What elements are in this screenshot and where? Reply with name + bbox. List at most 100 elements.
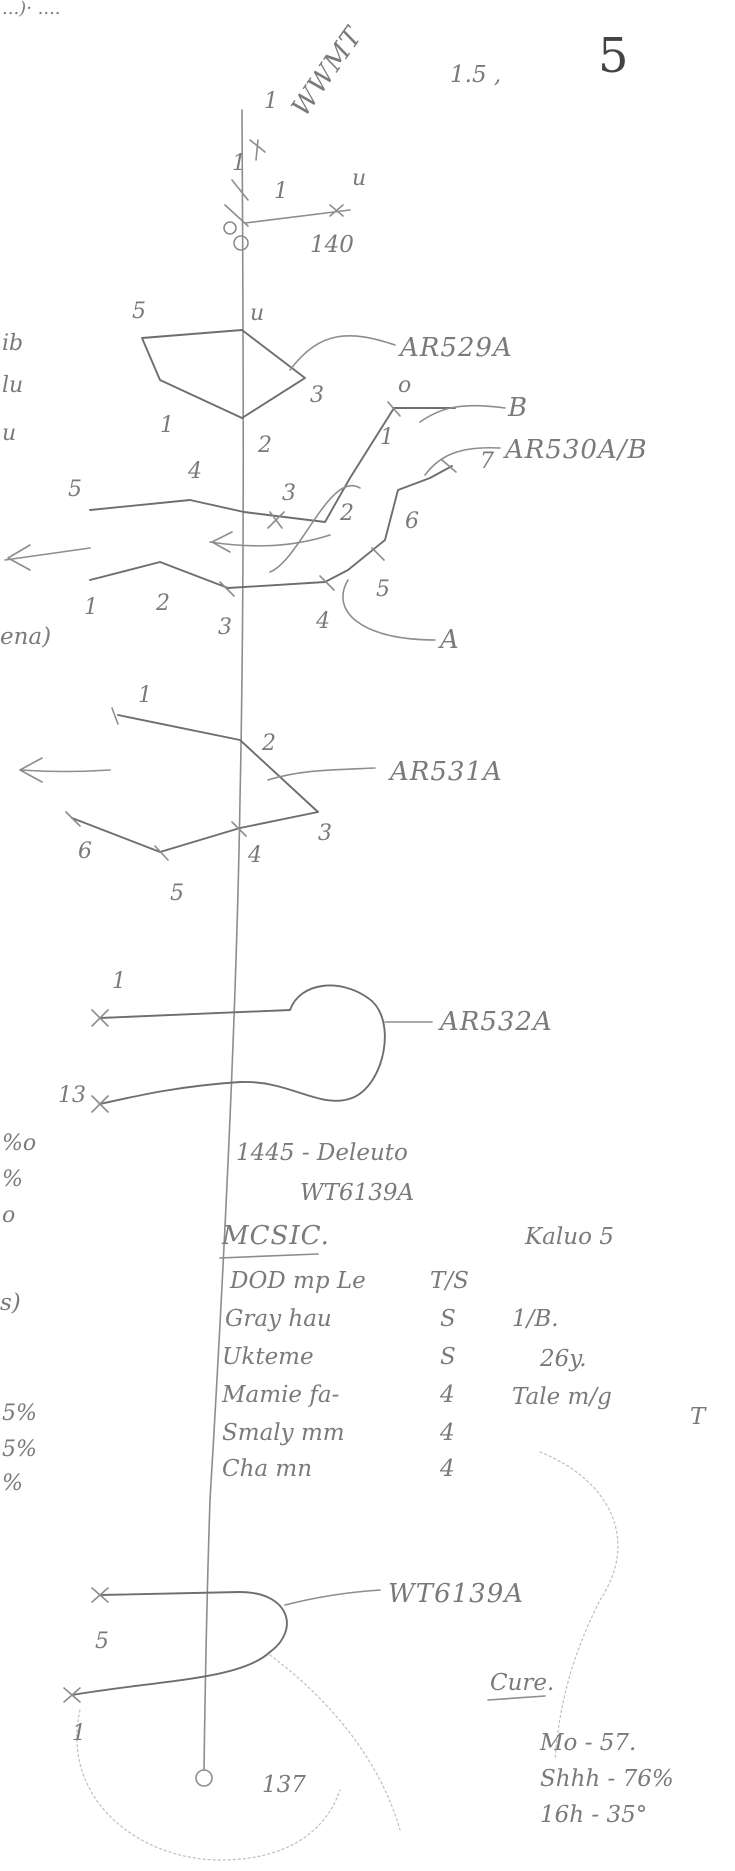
cure-line-3: 16h - 35°: [540, 1802, 647, 1828]
left-fragment-6: %: [2, 1167, 23, 1192]
notes-row-4-extra: Tale m/g: [512, 1384, 612, 1410]
ar531a-label: AR531A: [388, 757, 503, 787]
ar531a-point-3: 3: [318, 821, 332, 846]
ar530-point-o: o: [398, 373, 411, 398]
ar530ab-label: AR530A/B: [503, 435, 648, 465]
cure-title-underline: [487, 1695, 546, 1701]
top-station: 1 1 1 u 140: [223, 89, 366, 258]
left-fragment-9: 5%: [2, 1401, 37, 1426]
left-fragment-1: ib: [2, 331, 23, 356]
notes-row-2-extra: 1/B.: [512, 1306, 559, 1332]
cure-note: Cure. Mo - 57. Shhh - 76% 16h - 35°: [487, 1670, 674, 1828]
left-fragment-5: %o: [2, 1131, 36, 1156]
ar530-b-leader: [419, 404, 506, 423]
wt6139a-ticks: [63, 1587, 109, 1703]
ar530-left-arrow: [4, 544, 91, 571]
notes-row-3-name: Ukteme: [222, 1344, 314, 1370]
notes-row-2-name: Gray hau: [225, 1306, 332, 1332]
notes-heading-right: Kaluo 5: [524, 1224, 614, 1250]
notes-row-6-value: 4: [439, 1456, 455, 1482]
ar529a-label: AR529A: [398, 333, 513, 363]
ar530-point-7: 7: [480, 449, 494, 474]
notes-row-3-extra: 26y.: [539, 1346, 587, 1372]
left-fragment-10: 5%: [2, 1437, 37, 1462]
top-mark-3: 1: [274, 179, 288, 204]
notes-row-2-value: S: [440, 1306, 456, 1332]
top-mark-u: u: [352, 166, 366, 191]
notes-row-4-name: Mamie fa-: [221, 1382, 339, 1408]
ar531a-point-4: 4: [247, 843, 262, 868]
ar530-upper-branch: [89, 407, 456, 523]
ar529a-point-u: u: [250, 301, 264, 326]
ar531a-point-2: 2: [261, 731, 276, 756]
ar532a-label: AR532A: [438, 1007, 553, 1037]
wt6139a-label: WT6139A: [388, 1579, 524, 1609]
ar531a-point-1: 1: [138, 683, 152, 708]
left-fragment-3: u: [2, 421, 16, 446]
ar529a-point-5: 5: [132, 299, 146, 324]
ar530-sub-label-b: B: [507, 393, 528, 423]
top-station-small-node: [223, 221, 237, 235]
ar530-lower-branch: [89, 465, 453, 589]
top-left-scrawl: ...)· ....: [2, 0, 61, 19]
assembly-wt6139a: 5 1 WT6139A: [63, 1451, 619, 1861]
ar531a-leader: [267, 767, 376, 781]
ar530-point-5a: 5: [68, 477, 82, 502]
ar529a-outline: [141, 329, 306, 419]
assembly-ar532a: 1 13 AR532A: [58, 969, 553, 1113]
ar530-mid-arrow: [209, 531, 331, 553]
ar530-point-2b: 2: [155, 591, 170, 616]
notes-row-5-extra: T: [690, 1404, 707, 1430]
ar530-point-3b: 3: [218, 615, 232, 640]
notes-row-1-name: DOD mp Le: [229, 1268, 366, 1294]
left-fragment-7: o: [2, 1203, 15, 1228]
ar529a-leader: [289, 335, 396, 371]
ar530-upper-ticks: [267, 401, 401, 529]
ar531a-arrow: [19, 757, 111, 783]
wt6139a-point-1: 1: [72, 1721, 86, 1746]
ar530-point-4a: 4: [187, 459, 202, 484]
ar529a-point-2: 2: [257, 433, 272, 458]
ar530-a-callout: [342, 579, 436, 641]
top-mark-2: 1: [264, 89, 278, 114]
main-alignment-line: [203, 109, 245, 1771]
ar530-swoop: [269, 484, 361, 573]
assembly-ar531a: 1 2 3 4 5 6 AR531A: [19, 683, 503, 906]
left-fragment-11: %: [2, 1471, 23, 1496]
ar532a-point-1: 1: [112, 969, 126, 994]
bottom-station-node: [195, 1769, 213, 1787]
notes-row-5-value: 4: [439, 1420, 455, 1446]
ar530-point-1b: 1: [84, 595, 98, 620]
cure-title: Cure.: [490, 1670, 554, 1696]
ar530-point-1a: 1: [380, 425, 394, 450]
notes-row-5-name: Smaly mm: [222, 1420, 345, 1446]
ar530-point-2a: 2: [339, 501, 354, 526]
title-scrawl: WWMT: [286, 21, 369, 122]
notes-row-3-value: S: [440, 1344, 456, 1370]
ar531a-upper: [117, 714, 319, 813]
ar532a-point-13: 13: [58, 1083, 86, 1108]
ar532a-ticks: [91, 1009, 109, 1113]
ar531a-point-5: 5: [170, 881, 184, 906]
top-mark-1: 1: [232, 151, 246, 176]
cure-line-1: Mo - 57.: [539, 1730, 636, 1756]
ar530-point-5b: 5: [376, 577, 390, 602]
notes-row-4-value: 4: [439, 1382, 455, 1408]
wt6139a-point-5: 5: [95, 1629, 109, 1654]
notes-ref-line: WT6139A: [300, 1180, 414, 1206]
ar529a-point-1: 1: [160, 413, 174, 438]
notes-heading: MCSIC.: [221, 1221, 330, 1251]
ar529a-point-3: 3: [310, 383, 324, 408]
ar530-callout-a: A: [438, 625, 460, 655]
wt6139a-leader: [284, 1589, 381, 1606]
bottom-station-label: 137: [262, 1772, 306, 1798]
ar532a-loop: [99, 984, 386, 1105]
cure-dotted-link: [539, 1451, 619, 1761]
left-fragment-8: s): [0, 1290, 21, 1316]
wt6139a-dotted-arc: [269, 1654, 401, 1831]
bottom-dotted-curve: [76, 1709, 341, 1861]
notes-row-1-value: T/S: [430, 1268, 469, 1294]
left-fragment-4: ena): [0, 624, 51, 650]
